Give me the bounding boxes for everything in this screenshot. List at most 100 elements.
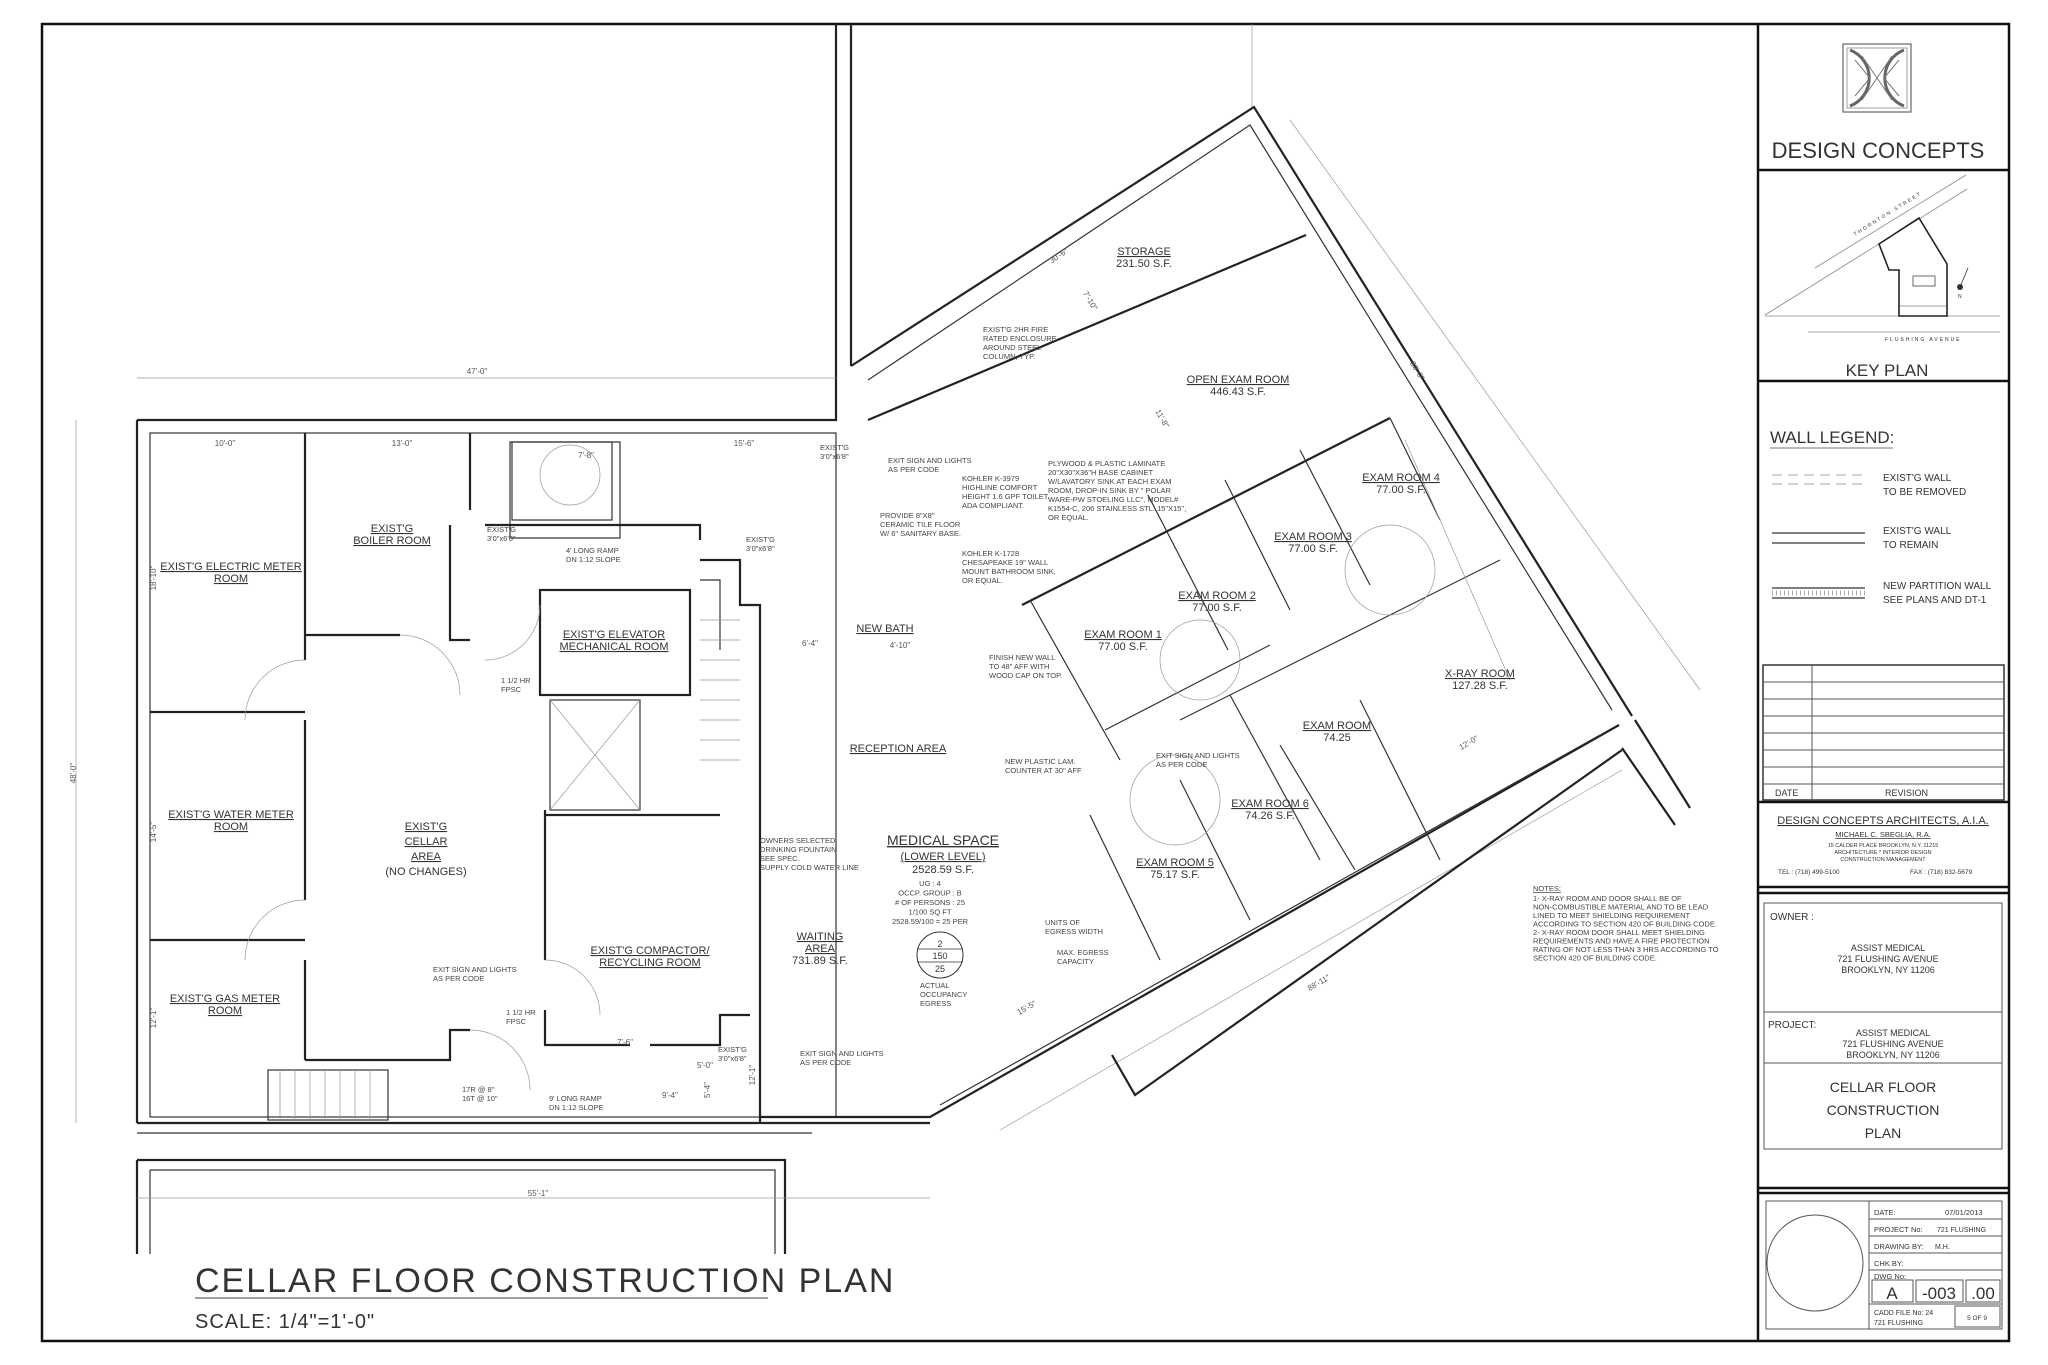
- room-name: ROOM: [208, 1005, 242, 1017]
- callout-text: CHESAPEAKE 19" WALL: [962, 558, 1048, 567]
- architect-services-2: CONSTRUCTION MANAGEMENT: [1840, 857, 1926, 863]
- owner-line-2: 721 FLUSHING AVENUE: [1837, 954, 1938, 964]
- callout-text: 3'0"x6'8": [718, 1054, 747, 1063]
- dimension-label: 10'-0": [215, 439, 236, 448]
- callout-text: DN 1:12 SLOPE: [566, 555, 621, 564]
- egress-label: EGRESS: [920, 999, 951, 1008]
- callout-text: FPSC: [501, 685, 522, 694]
- key-plan: N THORNTON STREET FLUSHING AVENUE KEY PL…: [1764, 174, 2000, 380]
- sheet-title-line-2: CONSTRUCTION: [1827, 1102, 1940, 1118]
- dimension-label: 5'-0": [697, 1061, 713, 1070]
- callout-text: PLYWOOD & PLASTIC LAMINATE: [1048, 459, 1165, 468]
- design-concepts-logo: [1842, 43, 1912, 113]
- drawing-title: CELLAR FLOOR CONSTRUCTION PLAN: [195, 1262, 895, 1300]
- architect-block: DESIGN CONCEPTS ARCHITECTS, A.I.A. MICHA…: [1777, 815, 1988, 876]
- callout-text: K1554-C, 206 STAINLESS STL. 15"X15",: [1048, 504, 1186, 513]
- room-name: EXIST'G ELEVATOR: [563, 629, 665, 641]
- note-line: REQUIREMENTS AND HAVE A FIRE PROTECTION: [1533, 937, 1710, 946]
- callout-text: 1 1/2 HR: [501, 676, 531, 685]
- drawing-scale: SCALE: 1/4"=1'-0": [195, 1311, 375, 1333]
- dwg-suffix: .00: [1971, 1284, 1995, 1303]
- callout-text: DRINKING FOUNTAIN: [760, 845, 837, 854]
- callout-text: FPSC: [506, 1017, 527, 1026]
- callout-text: EXIT SIGN AND LIGHTS: [888, 456, 972, 465]
- note-line: RATING OF NOT LESS THAN 3 HRS ACCORDING …: [1533, 945, 1719, 954]
- callout-text: OR EQUAL.: [962, 576, 1003, 585]
- project-line-1: ASSIST MEDICAL: [1856, 1028, 1930, 1038]
- room-name: AREA: [805, 943, 836, 955]
- callout-text: EXIST'G: [746, 535, 775, 544]
- room-area: 74.26 S.F.: [1245, 810, 1295, 822]
- room-name: STORAGE: [1117, 246, 1171, 258]
- street-top-label: THORNTON STREET: [1853, 191, 1923, 238]
- medical-space-subtitle: (LOWER LEVEL): [901, 851, 986, 863]
- egress-label: EGRESS WIDTH: [1045, 927, 1103, 936]
- callout-text: EXIT SIGN AND LIGHTS: [433, 965, 517, 974]
- owner-line-3: BROOKLYN, NY 11206: [1841, 965, 1935, 975]
- callout-text: DN 1:12 SLOPE: [549, 1103, 604, 1112]
- callout-text: AS PER CODE: [800, 1058, 851, 1067]
- north-label: N: [1958, 294, 1962, 300]
- callout-text: WARE-PW STOELING LLC", MODEL#: [1048, 495, 1179, 504]
- occupancy-line: OCCP. GROUP : B: [898, 889, 962, 898]
- callout-text: EXIST'G: [718, 1045, 747, 1054]
- room-name: EXIST'G: [371, 523, 413, 535]
- drawing-by-label: DRAWING BY:: [1874, 1242, 1924, 1251]
- dimension-labels: 47'-0"10'-0"13'-0"15'-6"48'-0"18'-10"14'…: [69, 246, 1480, 1198]
- room-name: ROOM: [214, 821, 248, 833]
- owner-label: OWNER :: [1770, 912, 1814, 923]
- room-name: MECHANICAL ROOM: [560, 641, 669, 653]
- project-line-2: 721 FLUSHING AVENUE: [1842, 1039, 1943, 1049]
- callout-text: HIGHLINE COMFORT: [962, 483, 1038, 492]
- room-area: 77.00 S.F.: [1098, 641, 1148, 653]
- callout-text: EXIST'G: [820, 443, 849, 452]
- dimension-label: 80'-0": [1408, 360, 1427, 382]
- dwg-prefix: A: [1886, 1284, 1898, 1303]
- callout-text: CERAMIC TILE FLOOR: [880, 520, 961, 529]
- callout-text: OR EQUAL.: [1048, 513, 1089, 522]
- callout-text: HEIGHT 1.6 GPF TOILET.: [962, 492, 1050, 501]
- callout-text: ADA COMPLIANT.: [962, 501, 1024, 510]
- architect-address: 15 CALDER PLACE BROOKLYN, N.Y. 11215: [1828, 843, 1939, 849]
- legend-item-removed-line2: TO BE REMOVED: [1883, 487, 1966, 498]
- room-name: EXAM ROOM: [1303, 720, 1371, 732]
- dimension-label: 30'-6": [1048, 246, 1070, 265]
- dimension-label: 14'-5": [149, 822, 158, 843]
- wall-legend-title: WALL LEGEND:: [1770, 428, 1894, 447]
- note-line: ACCORDING TO SECTION 420 OF BUILDING COD…: [1533, 920, 1717, 929]
- room-name: EXIST'G COMPACTOR/: [590, 945, 710, 957]
- room-area: 446.43 S.F.: [1210, 386, 1266, 398]
- key-plan-label: KEY PLAN: [1846, 361, 1929, 380]
- callout-text: COLUMN, TYP.: [983, 352, 1035, 361]
- callout-text: EXIST'G 2HR FIRE: [983, 325, 1048, 334]
- dimension-label: 18'-10": [149, 565, 158, 590]
- drawing-by-value: M.H.: [1935, 1244, 1950, 1251]
- room-name: EXIST'G WATER METER: [168, 809, 294, 821]
- dimension-label: 47'-0": [467, 367, 488, 376]
- callout-text: FINISH NEW WALL: [989, 653, 1055, 662]
- callout-text: OWNERS SELECTED: [760, 836, 836, 845]
- room-name: NEW BATH: [856, 623, 913, 635]
- callout-text: RATED ENCLOSURE: [983, 334, 1057, 343]
- dimension-label: 6'-4": [802, 639, 818, 648]
- callout-text: TO 48" AFF WITH: [989, 662, 1049, 671]
- dimension-label: 9'-4": [662, 1091, 678, 1100]
- callout-text: W/ 6" SANITARY BASE.: [880, 529, 961, 538]
- medical-space-title: MEDICAL SPACE: [887, 832, 999, 848]
- callout-text: MOUNT BATHROOM SINK,: [962, 567, 1056, 576]
- egress-actual: 25: [935, 964, 945, 974]
- callout-text: 9' LONG RAMP: [549, 1094, 602, 1103]
- dimension-label: 12'-1": [748, 1065, 757, 1086]
- room-name: EXAM ROOM 1: [1084, 629, 1162, 641]
- dimension-label: 15'-5": [1016, 999, 1038, 1017]
- callout-text: WOOD CAP ON TOP.: [989, 671, 1062, 680]
- architect-fax: FAX : (718) 832-5679: [1910, 869, 1973, 876]
- plan-notes: NOTES:1- X-RAY ROOM AND DOOR SHALL BE OF…: [1533, 884, 1719, 963]
- occupancy-line: # OF PERSONS : 25: [895, 898, 965, 907]
- project-no-value: 721 FLUSHING: [1937, 1227, 1986, 1234]
- callout-text: SEE SPEC.: [760, 854, 800, 863]
- title-block: DESIGN CONCEPTS N THORNTON STREET FLUSHI…: [1758, 43, 2009, 1330]
- notes-title: NOTES:: [1533, 884, 1561, 893]
- dimension-label: 11'-8": [1153, 408, 1171, 430]
